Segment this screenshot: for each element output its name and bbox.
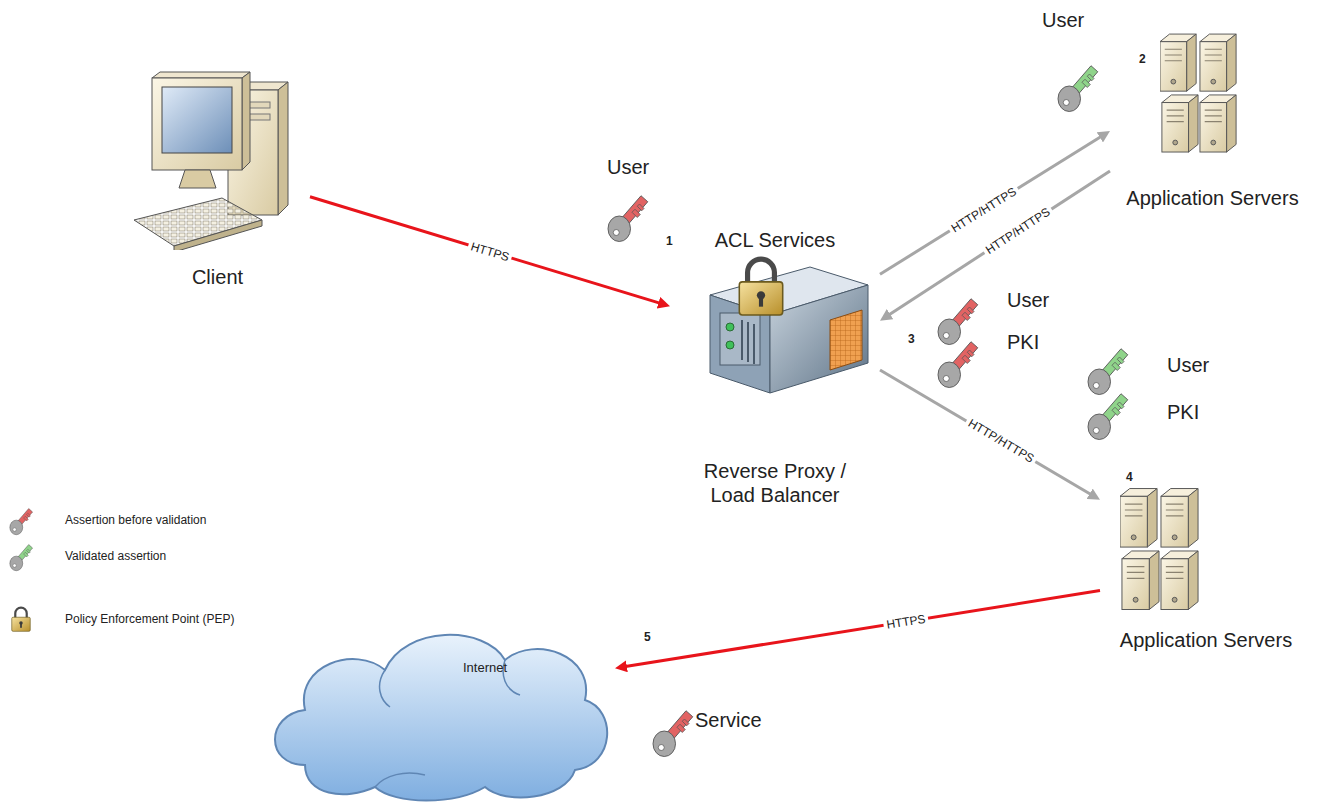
node-icon	[710, 267, 868, 393]
assertion-key	[938, 342, 978, 388]
node-label: Application Servers	[1120, 628, 1292, 652]
legend-entry: Validated assertion	[65, 549, 166, 563]
assertion-key	[608, 196, 648, 242]
node-icon	[275, 635, 607, 801]
assertion-label: User	[1042, 8, 1084, 32]
node-label: Client	[192, 265, 243, 289]
application-servers: Application Servers	[1110, 5, 1315, 215]
connector-arrow	[624, 591, 1100, 667]
connector-arrow	[310, 197, 661, 304]
callout-number: 5	[644, 630, 651, 644]
protocol-label: HTTP/HTTPS	[963, 415, 1039, 468]
callout-number: 1	[666, 234, 673, 248]
assertion-key	[938, 299, 978, 345]
assertion-key	[1088, 349, 1128, 395]
assertion-label: User	[607, 155, 649, 179]
assertion-key	[653, 711, 693, 757]
assertion-label: Service	[695, 708, 762, 732]
protocol-label: HTTPS	[882, 611, 929, 632]
legend-lock-sample	[12, 608, 30, 632]
connector-arrow	[880, 136, 1102, 275]
legend-entry: Assertion before validation	[65, 513, 206, 527]
node-icon	[1120, 489, 1198, 610]
node-label: ACL Services	[715, 228, 835, 252]
client-computer: Client	[125, 60, 310, 300]
connector-arrow	[880, 370, 1092, 495]
node-icon	[1160, 34, 1236, 152]
node-label: Reverse Proxy / Load Balancer	[695, 459, 855, 507]
node-illustration	[125, 60, 310, 300]
legend-entry: Policy Enforcement Point (PEP)	[65, 612, 234, 626]
callout-number: 3	[908, 332, 915, 346]
node-illustration	[265, 615, 615, 805]
node-label: Internet	[463, 660, 507, 676]
assertion-label: PKI	[1167, 400, 1199, 424]
node-label: Application Servers	[1126, 186, 1298, 210]
assertion-label: User	[1167, 353, 1209, 377]
assertion-label: User	[1007, 288, 1049, 312]
protocol-label: HTTPS	[466, 238, 514, 265]
callout-number: 4	[1126, 470, 1133, 484]
legend-key-sample	[10, 545, 33, 571]
assertion-key	[1058, 66, 1098, 112]
legend-key-sample	[10, 509, 33, 535]
internet-cloud: Internet	[265, 615, 615, 805]
node-illustration	[1110, 5, 1315, 215]
callout-number: 2	[1139, 52, 1146, 66]
connector-arrow	[888, 171, 1110, 316]
reverse-proxy: ACL ServicesReverse Proxy / Load Balance…	[670, 225, 880, 515]
node-icon	[739, 259, 782, 315]
assertion-label: PKI	[1007, 330, 1039, 354]
node-icon	[134, 72, 288, 252]
assertion-key	[1088, 394, 1128, 440]
